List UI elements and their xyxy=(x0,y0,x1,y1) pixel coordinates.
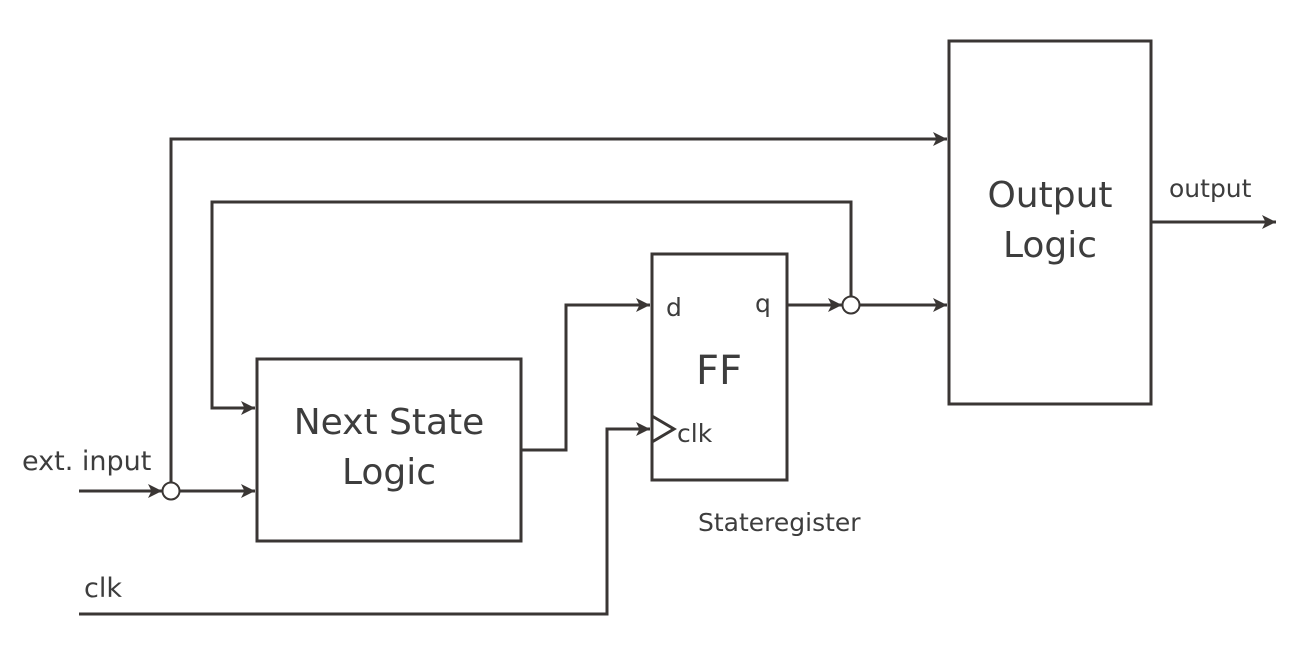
flipflop-block xyxy=(650,252,789,482)
next-state-label-line1: Next State xyxy=(294,402,485,443)
flipflop-title: FF xyxy=(696,348,742,394)
ext-input-label: ext. input xyxy=(22,446,151,477)
next-state-to-d-wire xyxy=(521,298,650,452)
clock-input-triangle-icon xyxy=(651,414,677,444)
flipflop-port-clk: clk xyxy=(677,419,713,448)
output-logic-label-line1: Output xyxy=(987,175,1112,216)
output-logic-label-line2: Logic xyxy=(1003,225,1097,266)
flipflop-port-q: q xyxy=(755,289,771,318)
next-state-label-line2: Logic xyxy=(342,452,436,493)
ext-input-junction xyxy=(161,481,181,501)
flipflop-port-d: d xyxy=(666,293,682,322)
output-label: output xyxy=(1169,174,1252,203)
input-to-output-logic-wire xyxy=(169,132,947,482)
state-register-label: Stateregister xyxy=(698,508,861,537)
state-feedback-wire xyxy=(210,200,853,415)
output-logic-block xyxy=(947,39,1153,406)
state-junction xyxy=(841,295,861,315)
clk-wire xyxy=(79,422,650,616)
next-state-logic-block xyxy=(255,357,523,543)
clk-label: clk xyxy=(84,573,122,604)
